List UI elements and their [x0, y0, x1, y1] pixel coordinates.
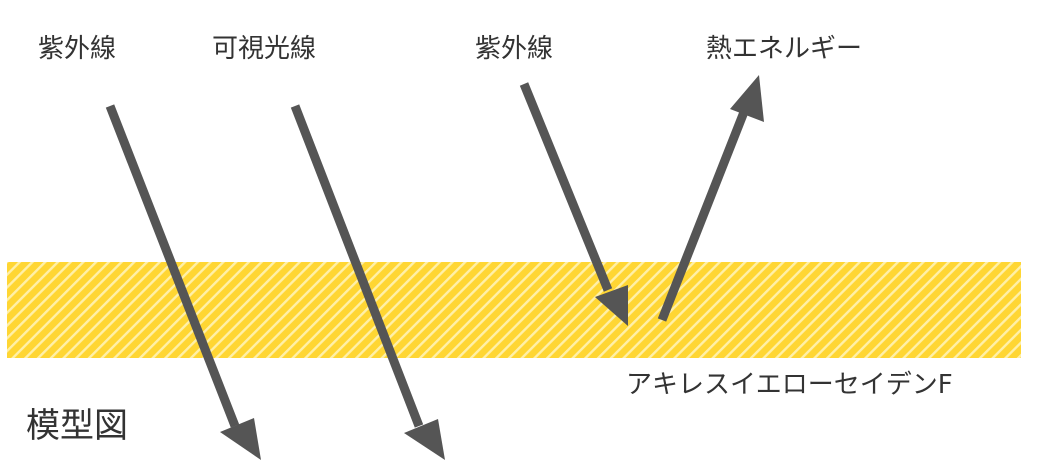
uv-ray-left-label: 紫外線: [38, 34, 117, 64]
heat-ray-arrow: [657, 75, 764, 322]
uv-ray-left-arrow: [105, 104, 261, 460]
uv-ray-absorbed-arrow: [519, 82, 628, 326]
model-diagram-caption: 模型図: [26, 406, 128, 446]
visible-ray-arrow: [290, 104, 445, 460]
uv-ray-right-label: 紫外線: [475, 34, 554, 64]
heat-energy-label: 熱エネルギー: [706, 34, 863, 64]
film-layer: [7, 262, 1021, 358]
visible-ray-label: 可視光線: [212, 34, 317, 64]
film-product-label: アキレスイエローセイデンF: [626, 370, 953, 400]
